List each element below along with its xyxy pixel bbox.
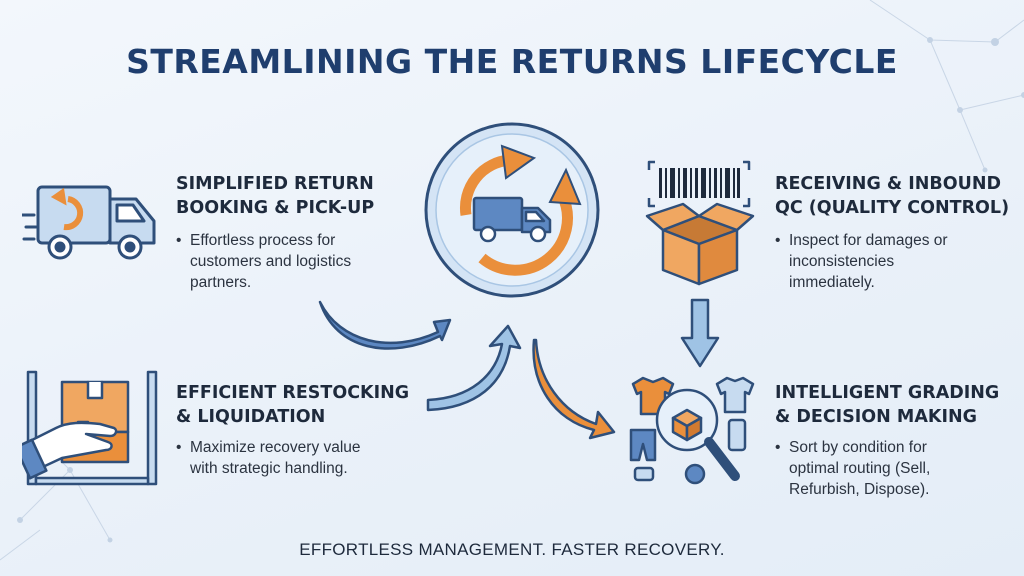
step-4-description: Maximize recovery value with strategic h… — [176, 437, 361, 479]
arrow-step1-to-center — [318, 300, 452, 350]
step-4-heading: EFFICIENT RESTOCKING & LIQUIDATION — [176, 383, 410, 427]
step-3-description: Sort by condition for optimal routing (S… — [775, 437, 930, 500]
footer-tagline: EFFORTLESS MANAGEMENT. FASTER RECOVERY. — [299, 540, 725, 559]
step-1-description: Effortless process for customers and log… — [176, 230, 351, 293]
down-arrow-icon — [680, 298, 720, 368]
hand-box-shelf-icon — [22, 370, 158, 486]
barcode-box-icon — [645, 160, 755, 286]
step-1-heading: SIMPLIFIED RETURN BOOKING & PICK-UP — [176, 174, 375, 218]
arrow-step4-to-center — [426, 324, 522, 412]
flow-arrows — [318, 300, 616, 440]
step-2-description: Inspect for damages or inconsistencies i… — [775, 230, 948, 293]
step-3-heading: INTELLIGENT GRADING & DECISION MAKING — [775, 383, 1000, 427]
return-truck-icon — [22, 185, 156, 260]
step-2-heading: RECEIVING & INBOUND QC (QUALITY CONTROL) — [775, 174, 1010, 218]
arrow-center-to-step3 — [532, 338, 616, 440]
magnifier-products-icon — [629, 376, 755, 485]
cycle-truck-icon — [424, 122, 600, 298]
page-title: STREAMLINING THE RETURNS LIFECYCLE — [126, 42, 898, 81]
